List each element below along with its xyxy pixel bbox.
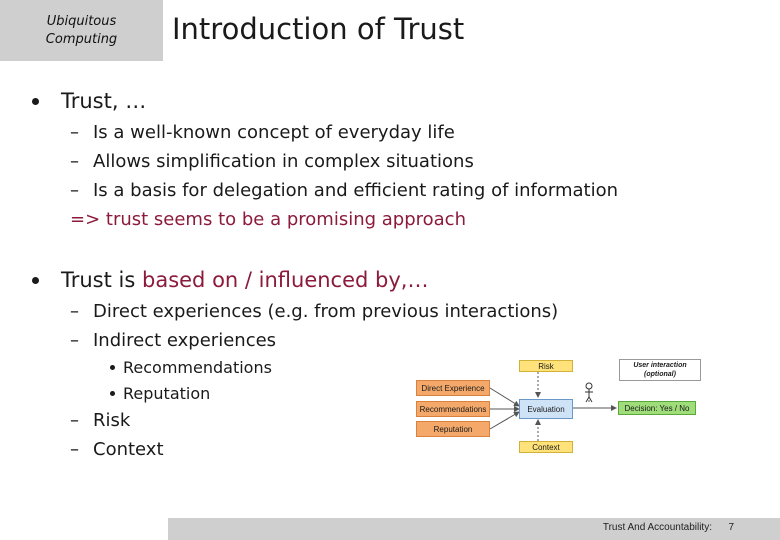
- diagram-recommendations: Recommendations: [416, 401, 490, 417]
- course-label-line2: Computing: [45, 31, 118, 47]
- sub-item-reputation: Reputation: [123, 384, 211, 403]
- item-direct-experiences: Direct experiences (e.g. from previous i…: [93, 301, 559, 322]
- sub-bullet-icon: [110, 365, 115, 370]
- footer-title: Trust And Accountability:: [602, 522, 712, 533]
- bullet-prefix: Trust is: [61, 268, 142, 292]
- bullet-trust-based: Trust is based on / influenced by,…: [61, 268, 428, 292]
- dash-icon: –: [70, 330, 79, 351]
- diagram-direct-experience: Direct Experience: [416, 380, 490, 396]
- dash-icon: –: [70, 439, 79, 460]
- diagram-context: Context: [519, 441, 573, 453]
- dash-icon: –: [70, 151, 79, 172]
- dash-icon: –: [70, 122, 79, 143]
- diagram-risk: Risk: [519, 360, 573, 372]
- bullet-icon: [32, 98, 39, 105]
- diagram-reputation: Reputation: [416, 421, 490, 437]
- user-interaction-optional: (optional): [644, 371, 676, 378]
- bullet-trust: Trust, …: [61, 89, 147, 113]
- arrow-reputation: [489, 411, 520, 430]
- item-simplification: Allows simplification in complex situati…: [93, 151, 474, 172]
- bullet-icon: [32, 277, 39, 284]
- diagram-connectors: [489, 372, 617, 441]
- course-label-line1: Ubiquitous: [46, 13, 117, 29]
- trust-diagram: Direct Experience Recommendations Reputa…: [414, 356, 704, 456]
- conclusion-line: => trust seems to be a promising approac…: [70, 209, 466, 230]
- diagram-user-interaction: User interaction (optional): [619, 359, 701, 381]
- bullet-accent: based on / influenced by,…: [142, 268, 429, 292]
- dash-icon: –: [70, 410, 79, 431]
- item-risk: Risk: [93, 410, 131, 431]
- item-indirect-experiences: Indirect experiences: [93, 330, 277, 351]
- slide-title: Introduction of Trust: [172, 12, 465, 46]
- diagram-decision: Decision: Yes / No: [618, 401, 696, 415]
- item-delegation: Is a basis for delegation and efficient …: [93, 180, 619, 201]
- sub-bullet-icon: [110, 391, 115, 396]
- footer-bar: Trust And Accountability: 7: [168, 518, 780, 540]
- item-context: Context: [93, 439, 164, 460]
- user-figure-icon: [585, 382, 593, 403]
- page-number: 7: [728, 522, 734, 533]
- user-interaction-label: User interaction: [633, 362, 687, 369]
- sub-item-recommendations: Recommendations: [123, 358, 272, 377]
- course-label-box: Ubiquitous Computing: [0, 0, 163, 61]
- diagram-evaluation: Evaluation: [519, 399, 573, 419]
- dash-icon: –: [70, 301, 79, 322]
- item-concept: Is a well-known concept of everyday life: [93, 122, 455, 143]
- dash-icon: –: [70, 180, 79, 201]
- arrow-direct: [489, 387, 520, 407]
